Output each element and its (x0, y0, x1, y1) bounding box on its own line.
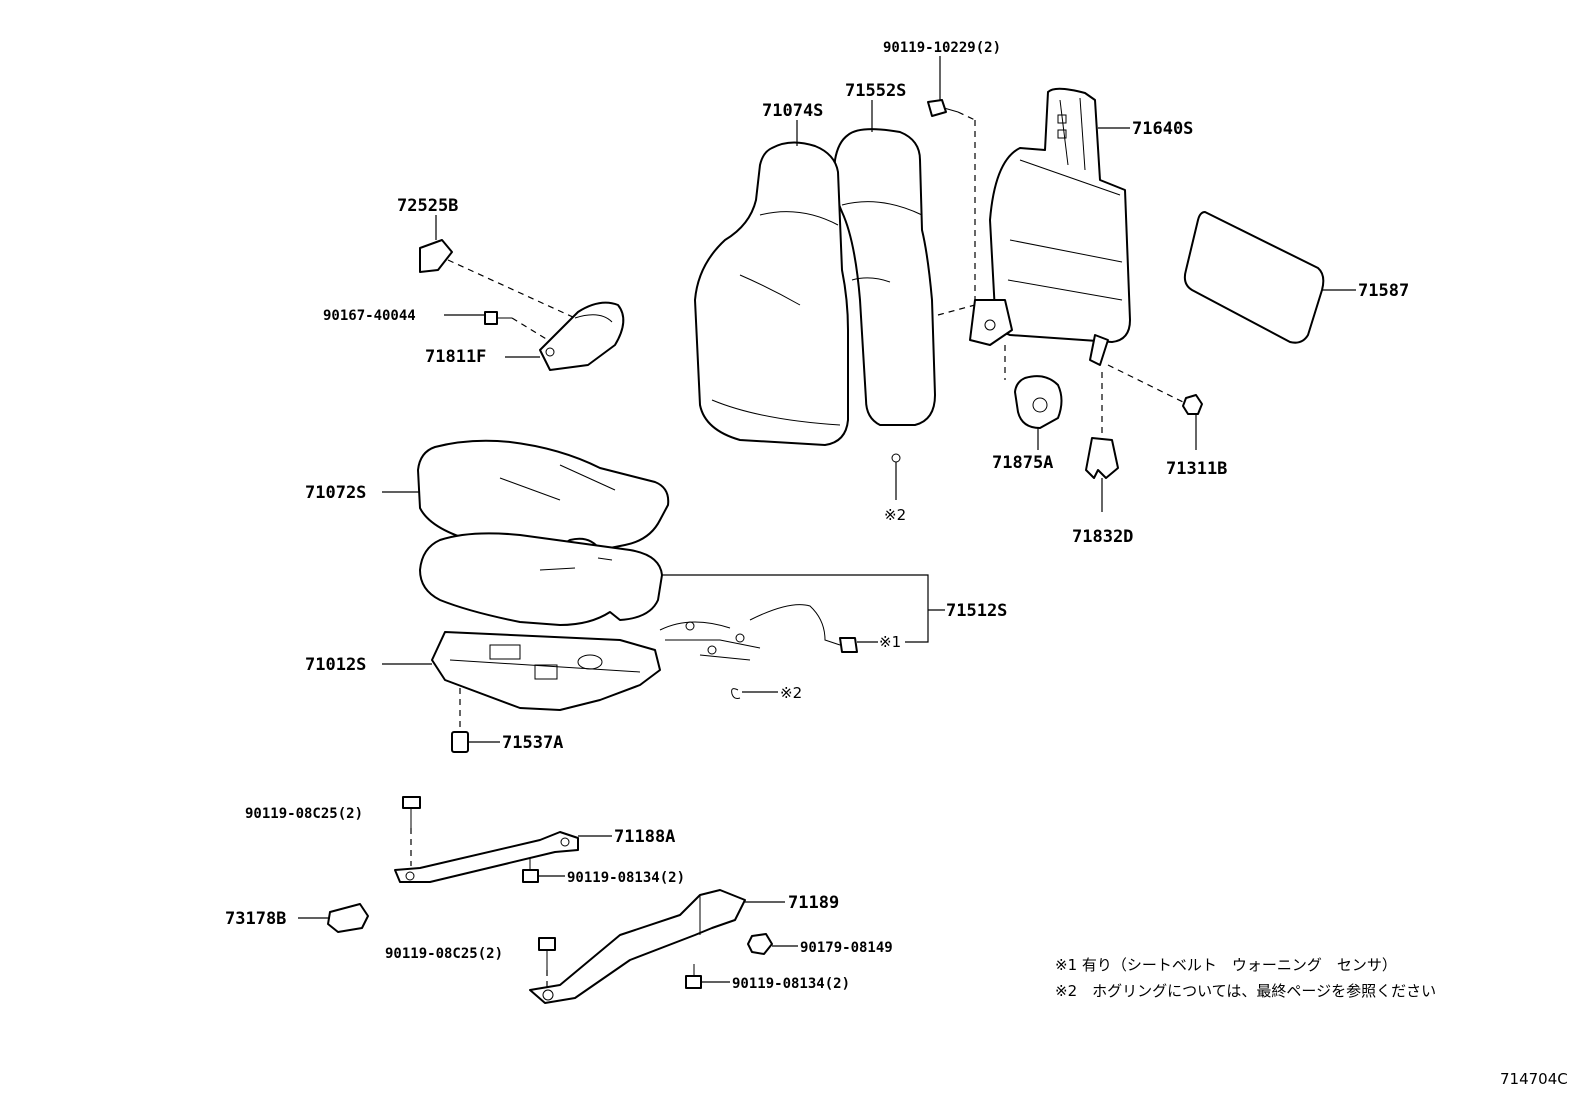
label-hog-ring-lower: ※2 (780, 684, 802, 702)
label-90119-08C25-lower: 90119-08C25(2) (385, 946, 503, 962)
cover-73178B (327, 903, 369, 933)
label-71074S: 71074S (762, 101, 823, 121)
label-71188A: 71188A (614, 827, 675, 847)
seat-frame (431, 631, 661, 711)
label-71311B: 71311B (1166, 459, 1227, 479)
label-90167-40044: 90167-40044 (323, 308, 416, 324)
seat-cushion-pad (419, 532, 663, 626)
leader-lines (298, 56, 1356, 983)
cap-71537A (451, 731, 469, 753)
label-71640S: 71640S (1132, 119, 1193, 139)
label-90119-08C25-upper: 90119-08C25(2) (245, 806, 363, 822)
label-71537A: 71537A (502, 733, 563, 753)
diagram-code: 714704C (1500, 1070, 1568, 1088)
label-71875A: 71875A (992, 453, 1053, 473)
note-hog-ring: ※2 ホグリングについては、最終ページを参照ください (1055, 982, 1436, 1000)
seat-cushion-cover (417, 439, 670, 553)
assembly-dashes (410, 111, 1184, 988)
bolt-90119-08134-upper (522, 869, 539, 883)
seatback-frame (969, 87, 1131, 366)
hog-ring-upper (891, 453, 901, 463)
label-90119-08134-upper: 90119-08134(2) (567, 870, 685, 886)
label-71072S: 71072S (305, 483, 366, 503)
bolt-90119-08C25-lower (538, 937, 556, 951)
label-hog-ring-upper: ※2 (884, 506, 906, 524)
label-71189: 71189 (788, 893, 839, 913)
recliner-parts (419, 239, 625, 371)
bolt-90119-08134-lower (685, 975, 702, 989)
belt-guide-71875A (1014, 375, 1063, 429)
label-71012S: 71012S (305, 655, 366, 675)
bracket-71188A (394, 831, 579, 883)
label-sensor-note: ※1 (879, 633, 901, 651)
note-seatbelt-sensor: ※1 有り（シートベルト ウォーニング センサ） (1055, 956, 1397, 974)
seatback-cover (694, 141, 849, 446)
label-71832D: 71832D (1072, 527, 1133, 547)
seatback-pad (833, 128, 936, 426)
label-71587: 71587 (1358, 281, 1409, 301)
bracket-71189 (529, 889, 746, 1004)
label-90119-08134-lower: 90119-08134(2) (732, 976, 850, 992)
clip-71832D (1085, 437, 1119, 479)
label-71811F: 71811F (425, 347, 486, 367)
nut-71311B (1182, 394, 1203, 415)
nut-90179-08149 (747, 933, 773, 955)
label-73178B: 73178B (225, 909, 286, 929)
label-71552S: 71552S (845, 81, 906, 101)
bolt-90119-08C25-upper (402, 796, 421, 809)
bolt-90119-10229 (927, 99, 947, 117)
label-72525B: 72525B (397, 196, 458, 216)
cushion-pad-71587 (1183, 211, 1325, 344)
hog-ring-lower (731, 688, 741, 699)
label-90179-08149: 90179-08149 (800, 940, 893, 956)
seatback-assembly (694, 128, 936, 446)
sensor-harness (659, 604, 858, 661)
label-90119-10229: 90119-10229(2) (883, 40, 1001, 56)
label-71512S: 71512S (946, 601, 1007, 621)
